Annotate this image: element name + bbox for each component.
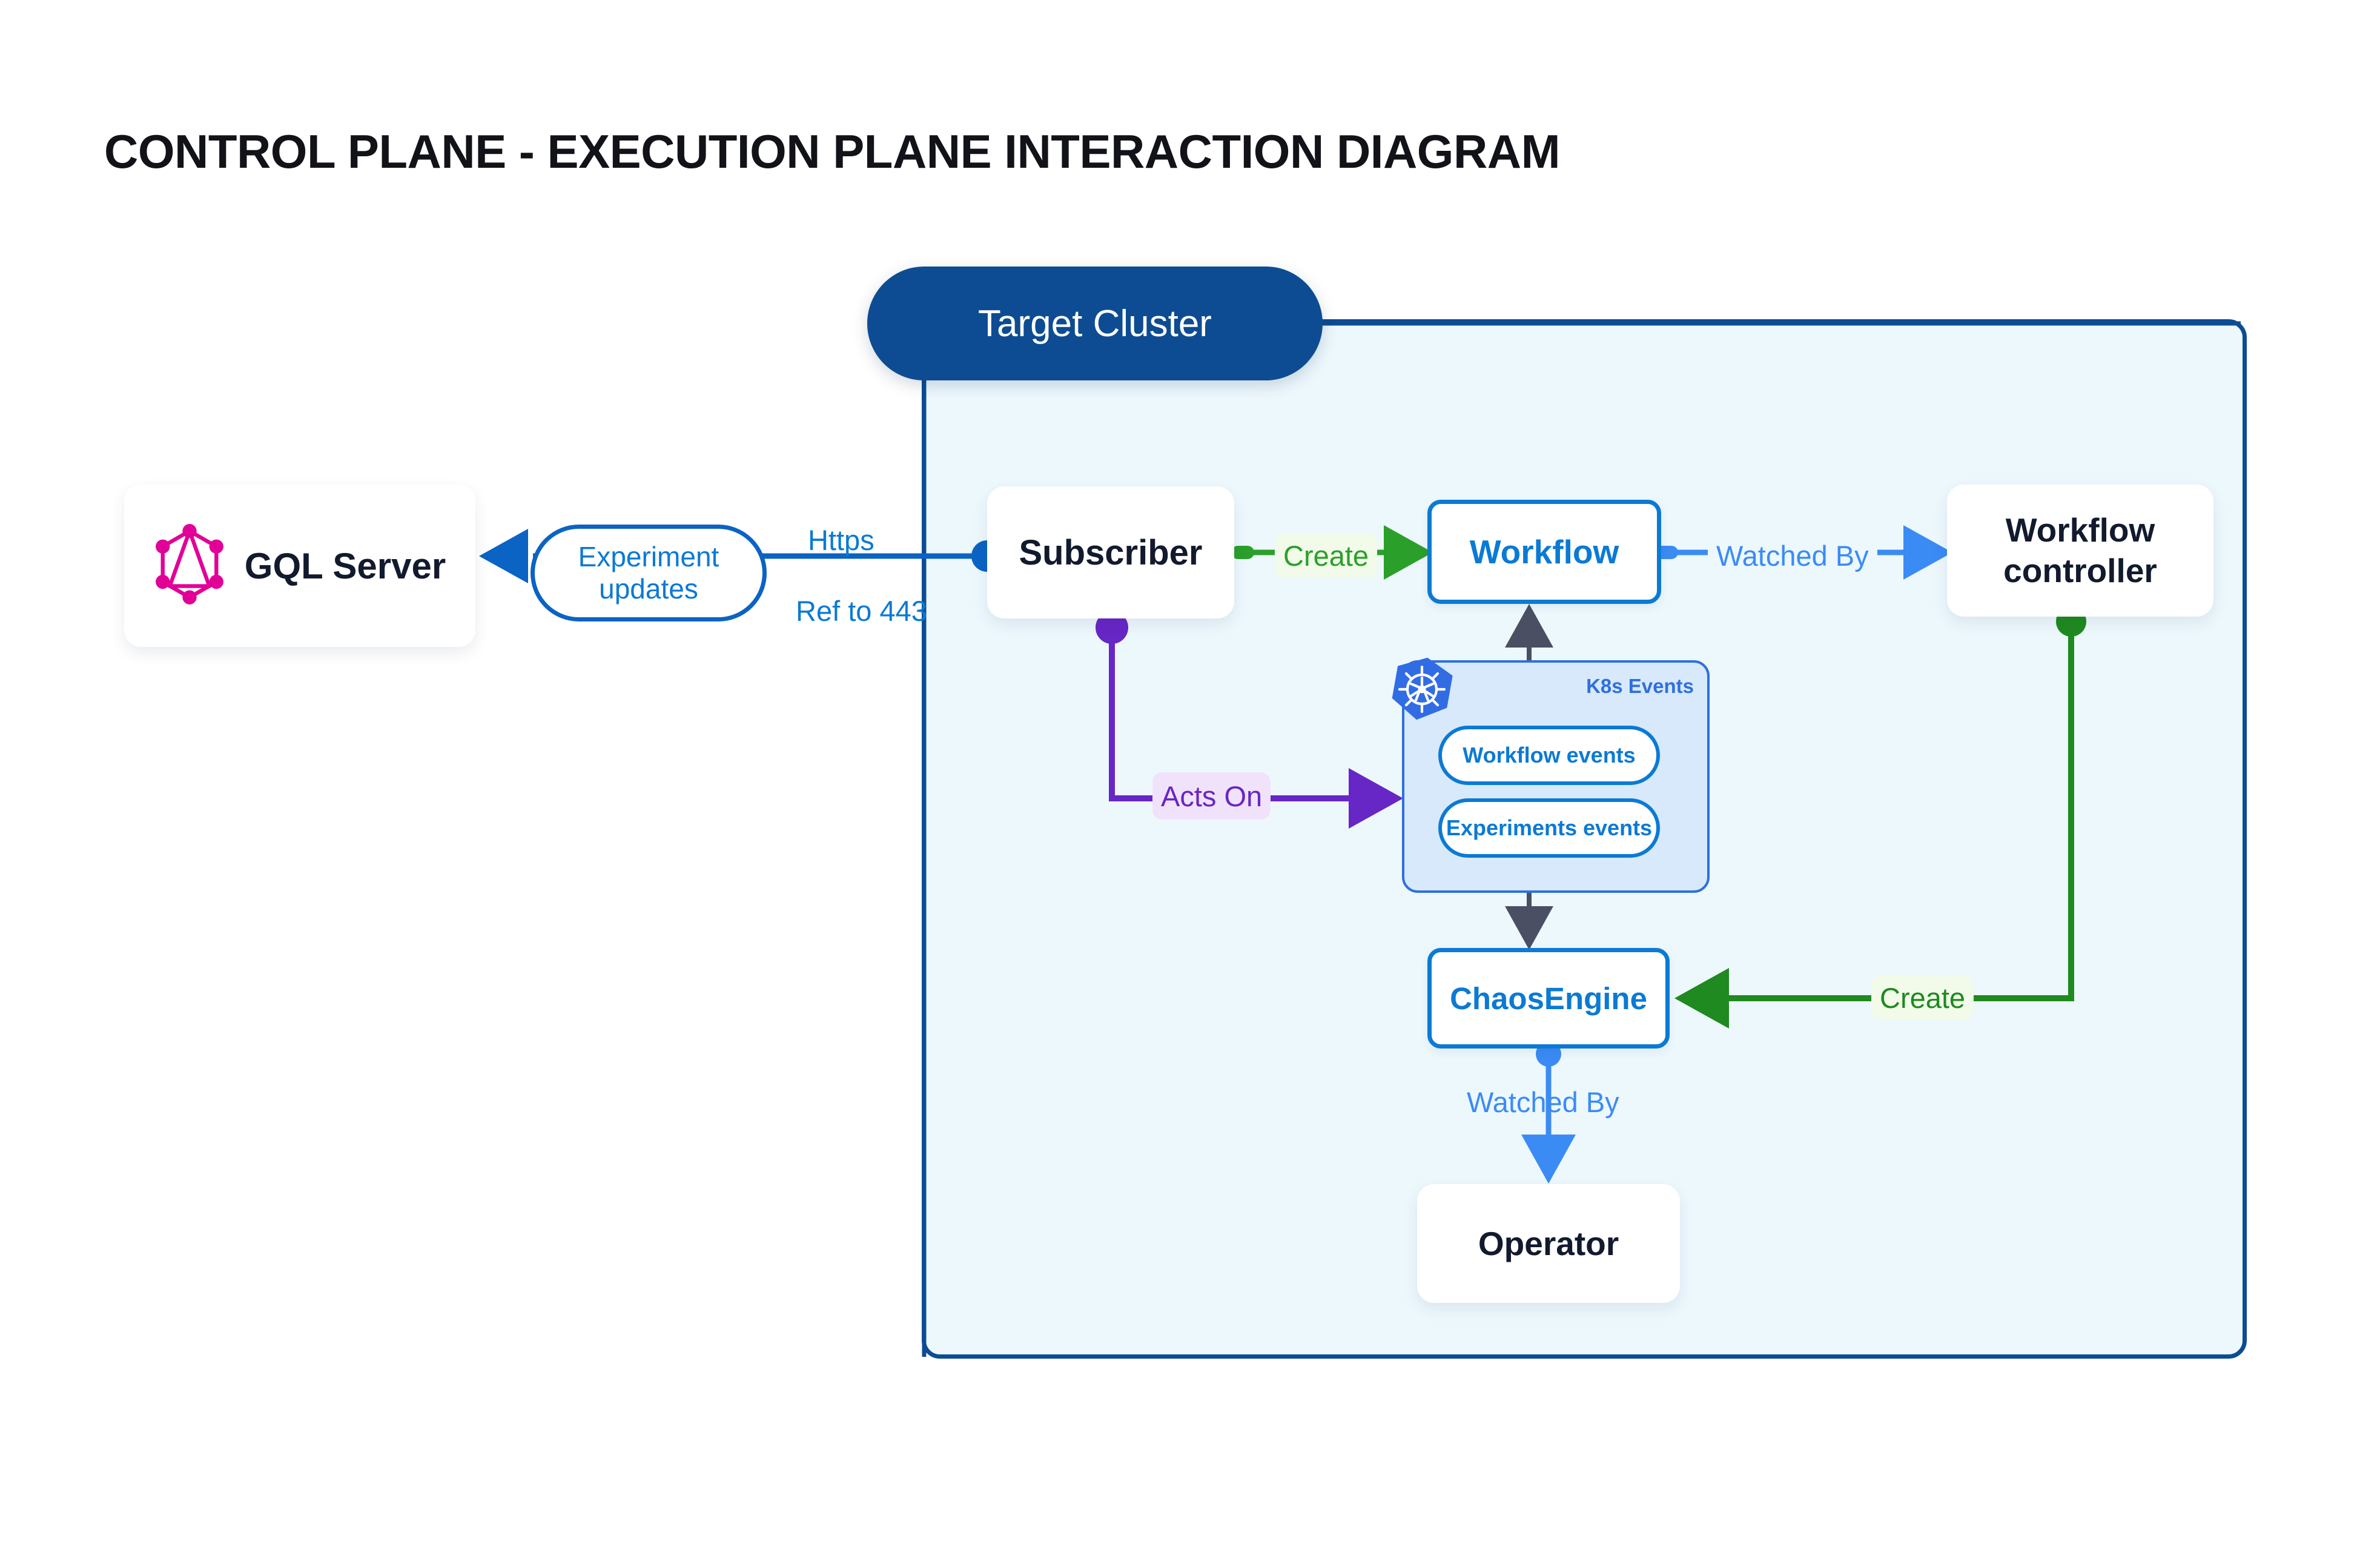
target-cluster-label: Target Cluster xyxy=(978,302,1212,345)
edge-label-ref-to-443: Ref to 443 xyxy=(787,591,936,631)
k8s-pill-workflow-events-label: Workflow events xyxy=(1463,743,1636,767)
create-right-text: Create xyxy=(1880,981,1966,1014)
watched-by-top-text: Watched By xyxy=(1716,539,1869,572)
https-text: Https xyxy=(808,523,874,556)
node-chaosengine-label: ChaosEngine xyxy=(1450,981,1647,1016)
node-chaosengine[interactable]: ChaosEngine xyxy=(1427,948,1670,1049)
edge-label-create-controller-chaosengine: Create xyxy=(1871,975,1974,1020)
edge-label-acts-on: Acts On xyxy=(1152,772,1271,820)
node-workflow-label: Workflow xyxy=(1469,533,1619,571)
ref-to-443-text: Ref to 443 xyxy=(796,594,927,627)
node-workflow-controller-label: Workflow controller xyxy=(2003,511,2157,589)
node-workflow[interactable]: Workflow xyxy=(1427,500,1661,604)
node-subscriber[interactable]: Subscriber xyxy=(987,486,1234,618)
target-cluster-pill[interactable]: Target Cluster xyxy=(867,267,1323,380)
node-subscriber-label: Subscriber xyxy=(1019,532,1203,572)
page-title: CONTROL PLANE - EXECUTION PLANE INTERACT… xyxy=(104,125,1561,178)
node-workflow-controller[interactable]: Workflow controller xyxy=(1947,485,2213,617)
edge-label-create-subscriber-workflow: Create xyxy=(1275,533,1378,578)
node-operator-label: Operator xyxy=(1478,1225,1619,1262)
kubernetes-icon xyxy=(1390,656,1454,723)
node-gql-server-label: GQL Server xyxy=(244,545,446,586)
acts-on-text: Acts On xyxy=(1161,780,1263,812)
node-operator[interactable]: Operator xyxy=(1417,1184,1680,1303)
edge-label-https: Https xyxy=(799,520,883,560)
graphql-icon xyxy=(154,523,225,608)
edge-label-watched-by-operator: Watched By xyxy=(1458,1079,1628,1124)
watched-by-bottom-text: Watched By xyxy=(1467,1085,1619,1118)
edge-label-experiment-updates: Experiment updates xyxy=(531,525,767,621)
k8s-events-group: K8s Events Workflow events Experiments e… xyxy=(1402,660,1710,893)
node-gql-server[interactable]: GQL Server xyxy=(124,485,475,647)
edge-label-watched-by-workflow-controller: Watched By xyxy=(1708,533,1877,578)
create-left-text: Create xyxy=(1283,539,1369,572)
k8s-pill-experiments-events[interactable]: Experiments events xyxy=(1438,798,1660,858)
k8s-pill-workflow-events[interactable]: Workflow events xyxy=(1438,726,1660,785)
k8s-events-caption: K8s Events xyxy=(1586,675,1694,697)
k8s-pill-experiments-events-label: Experiments events xyxy=(1446,815,1653,840)
experiment-updates-text: Experiment updates xyxy=(578,541,719,605)
